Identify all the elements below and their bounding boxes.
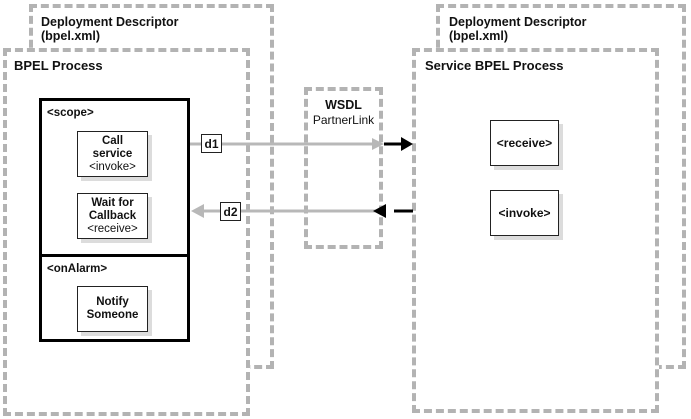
activity-line: <receive> [87,222,138,235]
activity-line: Notify [96,296,129,308]
left-dd-title: Deployment Descriptor [41,15,179,29]
scope-label: <scope> [47,107,94,119]
notify-someone-activity[interactable]: Notify Someone [77,286,148,332]
bpel-process-title: BPEL Process [14,58,103,73]
activity-line: Wait for [91,196,134,209]
d2-black-arrowhead [373,204,386,218]
right-dd-file: (bpel.xml) [449,29,509,43]
on-alarm-box [39,254,190,342]
wsdl-partnerlink-box [304,87,383,249]
receive-activity[interactable]: <receive> [490,120,559,166]
activity-line: <invoke> [89,160,136,173]
activity-line: Someone [86,309,139,321]
service-bpel-process-title: Service BPEL Process [425,58,564,73]
right-dd-title: Deployment Descriptor [449,15,587,29]
activity-line: Callback [88,209,137,222]
message-d1-badge: d1 [201,134,222,153]
message-label: d2 [223,204,238,219]
d1-black-arrowhead [401,137,413,151]
d1-gray-arrowhead [372,138,384,150]
wait-for-callback-receive-activity[interactable]: Wait for Callback <receive> [77,193,148,239]
call-service-invoke-activity[interactable]: Call service <invoke> [77,131,148,177]
wsdl-subtitle: PartnerLink [312,113,375,127]
d2-gray-arrowhead [191,204,204,218]
on-alarm-label: <onAlarm> [47,263,108,275]
activity-label: <invoke> [498,206,551,220]
activity-label: <receive> [496,136,553,150]
message-d2-badge: d2 [220,202,241,221]
left-dd-file: (bpel.xml) [41,29,101,43]
message-label: d1 [204,136,219,151]
invoke-activity[interactable]: <invoke> [490,190,559,236]
activity-line: service [92,147,133,160]
activity-line: Call [101,134,124,147]
wsdl-title: WSDL [325,98,362,112]
